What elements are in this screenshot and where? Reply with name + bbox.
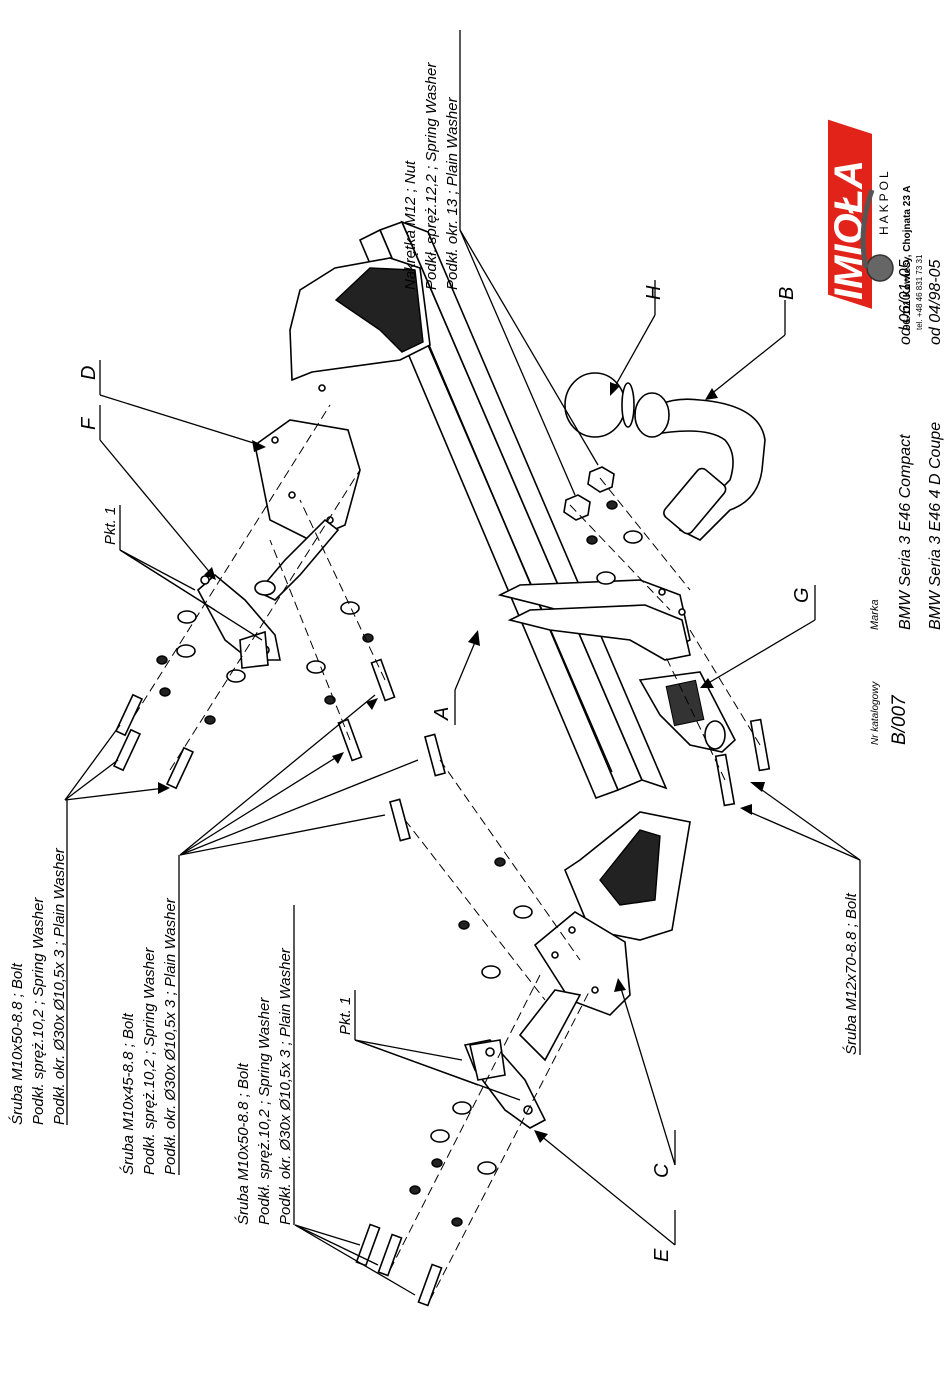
bracket-e xyxy=(463,1039,547,1129)
label-c: C xyxy=(651,1163,673,1178)
logo-red-band xyxy=(828,119,872,309)
label-d: D xyxy=(78,366,100,380)
note-nut-line-3: Podkł. okr. 13 ; Plain Washer xyxy=(444,96,461,290)
socket-plate-g xyxy=(638,671,736,753)
note-bolt-low: Śruba M10x50-8.8 ; Bolt Podkł. spręż.10,… xyxy=(234,905,295,1225)
mount-bracket-middle xyxy=(497,579,691,661)
fastener-set-lower xyxy=(389,733,533,979)
company-logo: IMIOŁA HAKPOL 96-111 Kowiesy, Chojnata 2… xyxy=(827,119,924,330)
label-f: F xyxy=(78,416,100,430)
label-pkt1-top: Pkt. 1 xyxy=(102,507,119,545)
model-1-date: od 06/01-05 xyxy=(897,259,914,345)
note-nut-line-2: Podkł. spręż.12,2 ; Spring Washer xyxy=(423,62,440,290)
note-bolt-m12-text: Śruba M12x70-8.8 ; Bolt xyxy=(842,892,860,1055)
mount-bracket-bottom xyxy=(518,811,691,1062)
label-g: G xyxy=(791,587,813,603)
note-bolt-m12: Śruba M12x70-8.8 ; Bolt xyxy=(842,892,860,1055)
brand-label: Marka xyxy=(869,599,881,630)
label-e: E xyxy=(651,1248,673,1262)
side-tube xyxy=(254,518,340,601)
logo-ball-icon xyxy=(866,254,894,282)
fastener-set-nut xyxy=(563,466,643,585)
assembly-axes xyxy=(134,404,761,1301)
crossbar-a xyxy=(358,220,668,800)
note-nut-line-1: Nakrętka M12 ; Nut xyxy=(402,160,419,290)
label-pkt1-bottom: Pkt. 1 xyxy=(337,997,354,1035)
note-bolt-low-line-1: Śruba M10x50-8.8 ; Bolt xyxy=(234,1062,252,1225)
note-bolt-mid: Śruba M10x45-8.8 ; Bolt Podkł. spręż.10,… xyxy=(119,855,180,1175)
catalog-label: Nr katalogowy xyxy=(870,681,881,745)
label-h: H xyxy=(643,285,665,300)
note-bolt-top-line-1: Śruba M10x50-8.8 ; Bolt xyxy=(8,962,26,1125)
leader-lines xyxy=(64,30,861,1296)
logo-hook-icon xyxy=(860,189,875,269)
fastener-set-bottom xyxy=(355,1101,497,1307)
label-a: A xyxy=(431,707,453,721)
note-bolt-low-line-2: Podkł. spręż.10,2 ; Spring Washer xyxy=(256,997,273,1225)
model-2-name: BMW Seria 3 E46 4 D Coupe xyxy=(927,422,944,630)
note-bolt-mid-line-2: Podkł. spręż.10,2 ; Spring Washer xyxy=(141,947,158,1175)
label-b: B xyxy=(776,287,798,300)
model-1-name: BMW Seria 3 E46 Compact xyxy=(897,434,914,630)
fastener-set-top xyxy=(112,610,246,790)
mount-bracket-top xyxy=(254,257,431,541)
ball-hook-b xyxy=(634,392,766,541)
note-bolt-mid-line-3: Podkł. okr. Ø30x Ø10,5x 3 ; Plain Washer xyxy=(162,897,179,1175)
note-bolt-mid-line-1: Śruba M10x45-8.8 ; Bolt xyxy=(119,1012,137,1175)
catalog-block: Nr katalogowy B/007 Marka BMW Seria 3 E4… xyxy=(869,259,944,745)
company-phone: tel. +48 46 831 73 31 xyxy=(915,254,924,330)
logo-brand-sub: HAKPOL xyxy=(877,168,891,235)
note-bolt-top-line-2: Podkł. spręż.10,2 ; Spring Washer xyxy=(30,897,47,1125)
note-bolt-top-line-3: Podkł. okr. Ø30x Ø10,5x 3 ; Plain Washer xyxy=(51,847,68,1125)
note-bolt-low-line-3: Podkł. okr. Ø30x Ø10,5x 3 ; Plain Washer xyxy=(277,947,294,1225)
fastener-set-middle xyxy=(306,601,396,762)
note-bolt-top: Śruba M10x50-8.8 ; Bolt Podkł. spręż.10,… xyxy=(8,800,68,1125)
part-labels: A B C D E F G H Pkt. 1 Pkt. 1 xyxy=(78,285,813,1262)
note-nut: Nakrętka M12 ; Nut Podkł. spręż.12,2 ; S… xyxy=(402,62,461,290)
catalog-number: B/007 xyxy=(889,694,910,745)
model-2-date: od 04/98-05 xyxy=(927,259,944,345)
company-address: 96-111 Kowiesy, Chojnata 23 A xyxy=(902,185,913,330)
